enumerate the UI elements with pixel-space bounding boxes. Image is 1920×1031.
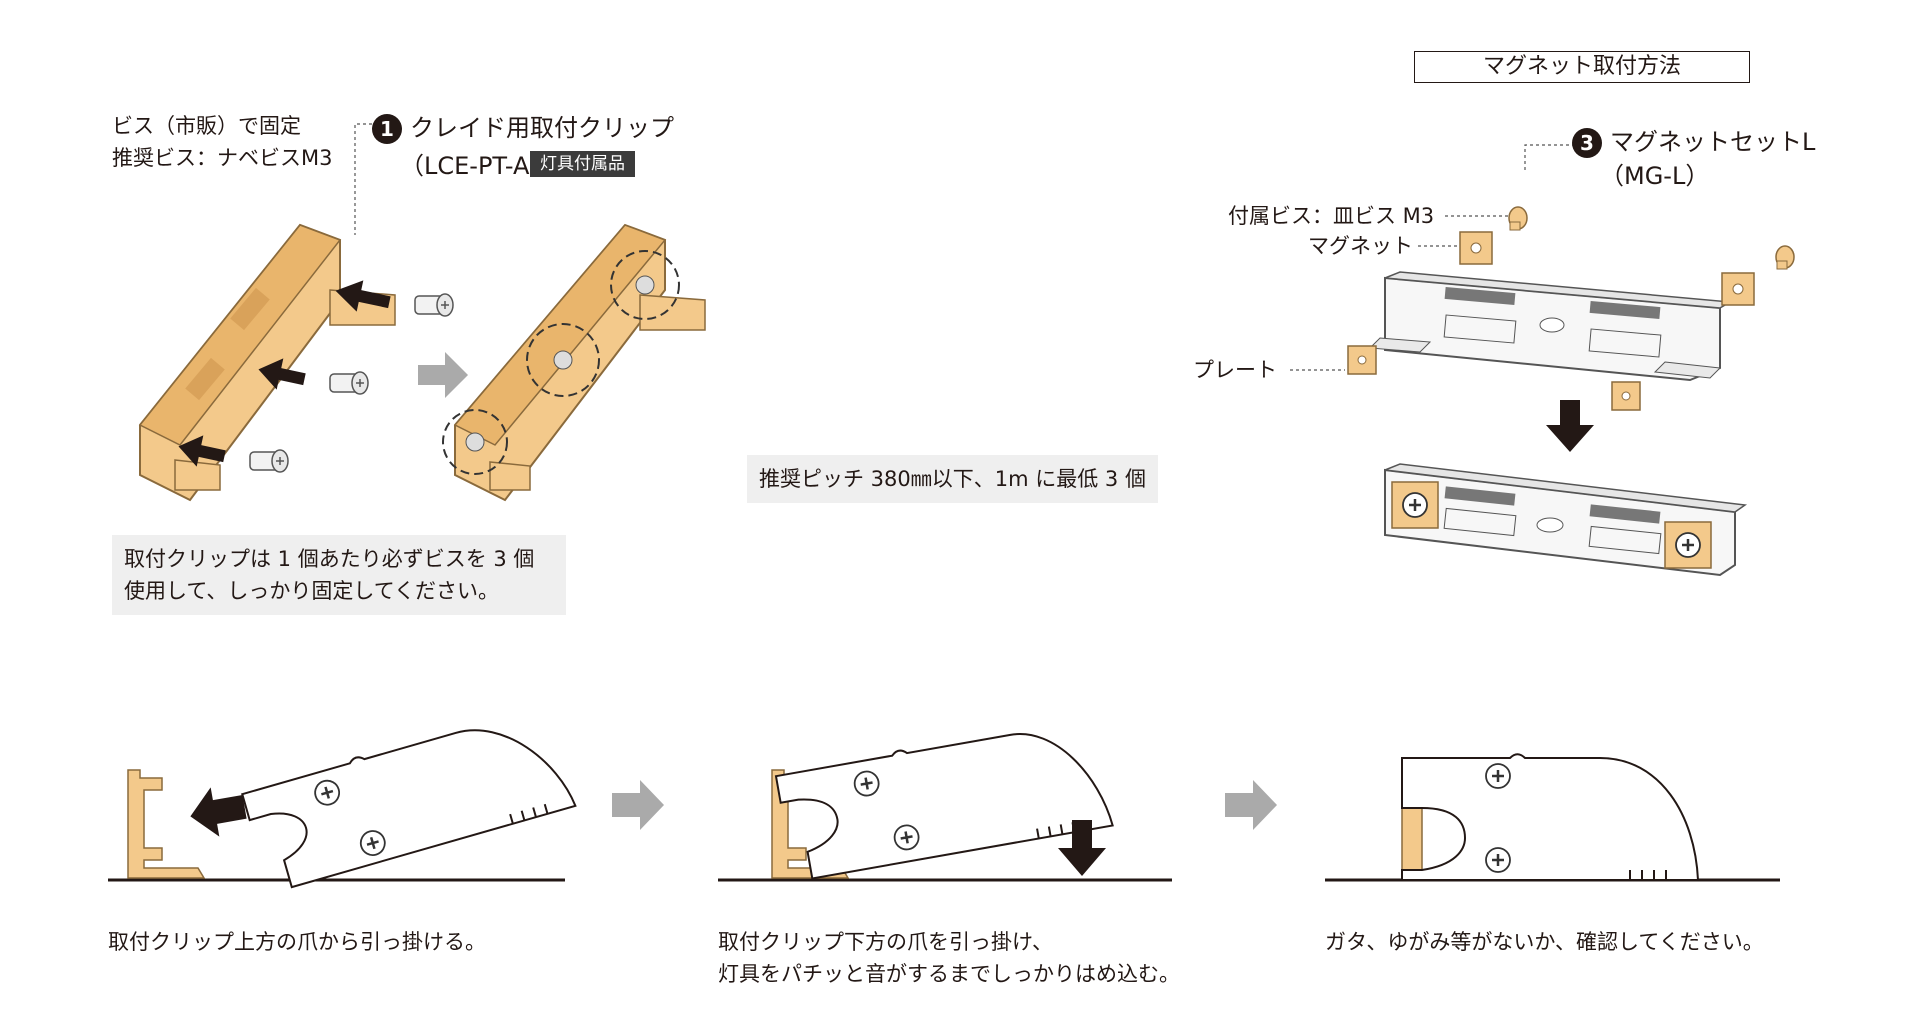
down-arrow-icon [1546,400,1594,452]
insert-arrow-icon [178,435,226,467]
screw-icon [249,449,289,473]
accessory-tag: 灯具付属品 [530,151,635,177]
label-screw-m3: 付属ビス：皿ビス M3 [1228,204,1435,228]
insert-arrow-icon [258,358,306,390]
warning-line2: 使用して、しっかり固定してください。 [124,579,500,603]
magnet-plate-assembled [1384,463,1748,577]
leader-line-screw [354,123,372,235]
item1-name: クレイド用取付クリップ [410,114,674,142]
warning-line1: 取付クリップは 1 個あたり必ずビスを 3 個 [124,547,535,571]
fixture-step1 [241,729,577,889]
leader-line-item3 [1524,144,1575,170]
highlight-circle [526,323,600,397]
screw-note-line2: 推奨ビス：ナベビスM3 [112,146,333,170]
item3-badge: 3 [1572,128,1602,158]
screw-m3-icon [1775,245,1795,270]
clip-side-view [127,769,206,879]
screw-icon [414,293,454,317]
screw-icon [329,371,369,395]
next-arrow-icon [612,780,664,830]
magnet-plate-illustration [1368,271,1733,382]
hook-arrow-icon [190,787,247,837]
push-down-arrow-icon [1058,820,1106,876]
fixture-step3 [1401,753,1700,881]
next-arrow-icon [418,352,468,398]
label-magnet: マグネット [1308,234,1413,258]
step2-caption-line2: 灯具をパチッと音がするまでしっかりはめ込む。 [718,962,1180,986]
item1-badge: 1 [372,114,402,144]
clip-illustration-fixed [453,223,706,502]
item3-name: マグネットセットL [1610,128,1816,156]
step2-caption-line1: 取付クリップ下方の爪を引っ掛け、 [718,930,1053,954]
highlight-circle [442,409,508,475]
label-plate: プレート [1193,358,1277,382]
item3-code: （MG-L） [1600,162,1710,190]
magnet-icon [1721,272,1755,306]
screw-note-line1: ビス（市販）で固定 [112,114,301,138]
fixture-step2 [774,733,1114,880]
highlight-circle [610,250,680,320]
pitch-note: 推奨ピッチ 380㎜以下、1m に最低 3 個 [747,455,1158,503]
step1-caption: 取付クリップ上方の爪から引っ掛ける。 [108,930,486,954]
plate-icon [1347,345,1377,375]
magnet-icon [1459,231,1493,265]
magnet-section-title: マグネット取付方法 [1414,51,1750,83]
screw-m3-icon [1508,206,1528,231]
next-arrow-icon [1225,780,1277,830]
step3-caption: ガタ、ゆがみ等がないか、確認してください。 [1325,930,1764,954]
item-number-badge: 3 [1572,128,1602,158]
insert-arrow-icon [335,280,391,312]
warning-note: 取付クリップは 1 個あたり必ずビスを 3 個 使用して、しっかり固定してくださ… [112,535,566,615]
item1-code: （LCE-PT-A） [400,152,554,180]
plate-icon [1611,381,1641,411]
item-number-badge: 1 [372,114,402,144]
